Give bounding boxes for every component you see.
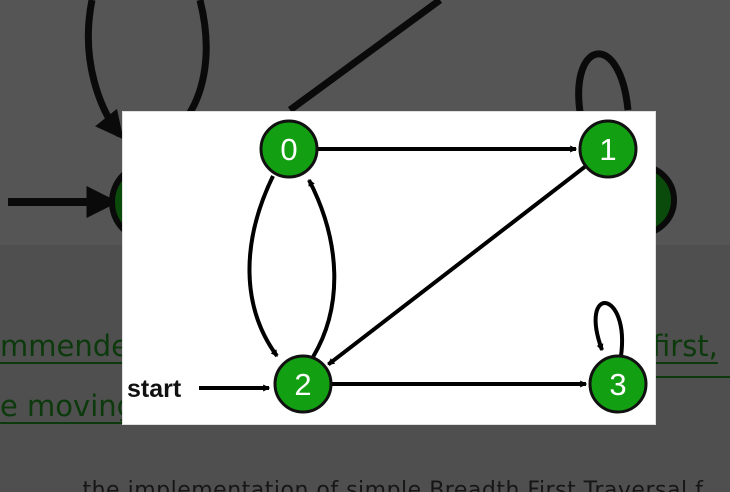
background-body-text: ...the implementation of simple Breadth …	[60, 478, 725, 492]
node-1	[578, 119, 638, 179]
node-label-2: 2	[294, 367, 311, 402]
edge-1-to-2	[327, 164, 588, 367]
node-label-3: 3	[609, 367, 626, 402]
node-3	[588, 354, 648, 414]
edges-layer	[199, 145, 625, 392]
edge-2-to-0	[307, 178, 337, 359]
node-2	[273, 354, 333, 414]
background-link-underline-2	[135, 423, 431, 425]
background-link-left-1[interactable]: mmended	[0, 329, 148, 363]
node-0	[259, 119, 319, 179]
edge-0-to-2	[247, 175, 279, 358]
nodes-layer: 0 1 2 3	[259, 119, 648, 414]
node-label-0: 0	[280, 132, 297, 167]
graph-diagram: 0 1 2 3 start	[127, 119, 648, 414]
image-lightbox[interactable]: 0 1 2 3 start	[123, 112, 655, 424]
background-link-underline	[655, 376, 730, 378]
background-link-right-1[interactable]: first,	[652, 329, 718, 363]
node-label-1: 1	[599, 132, 616, 167]
edge-3-to-3	[593, 301, 625, 357]
background-link-left-2[interactable]: e moving	[0, 389, 136, 423]
start-label: start	[127, 375, 182, 403]
